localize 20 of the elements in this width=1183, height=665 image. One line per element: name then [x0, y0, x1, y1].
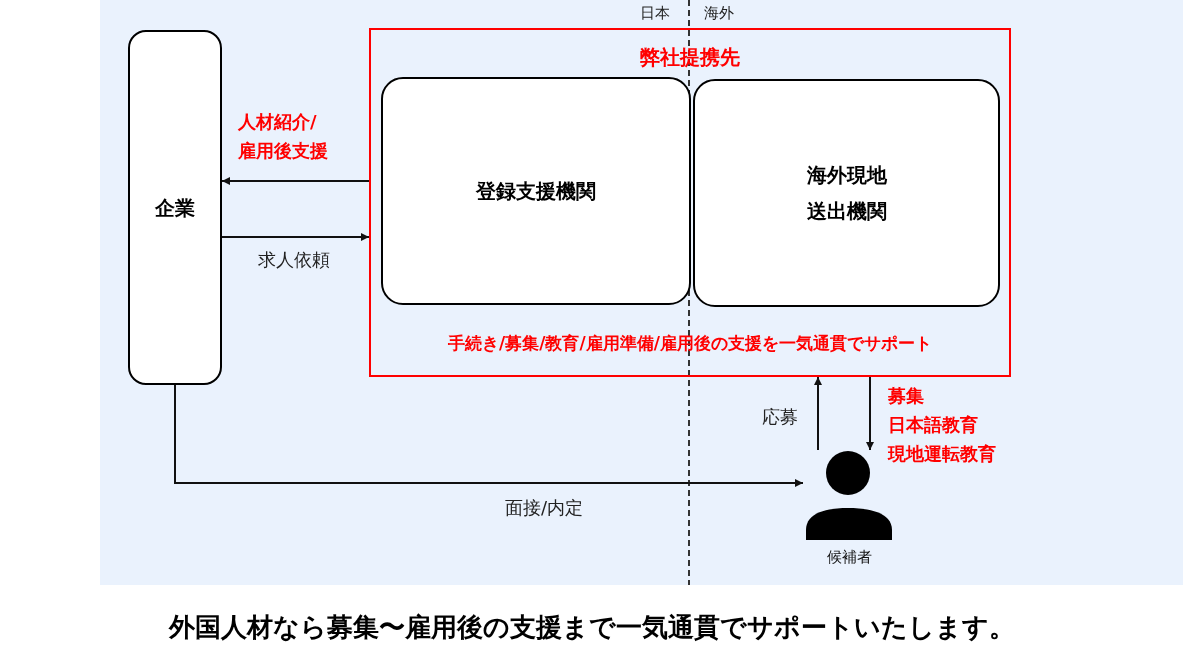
edge-label: 求人依頼 — [258, 248, 330, 272]
agency-box: 海外現地送出機関 — [693, 79, 1000, 307]
arrow — [814, 376, 822, 451]
partner-frame — [369, 28, 1011, 377]
frame-heading: 弊社提携先 — [639, 44, 741, 71]
edge-label: 面接/内定 — [505, 496, 584, 520]
region-label: 海外 — [704, 4, 734, 23]
caption: 外国人材なら募集〜雇用後の支援まで一気通貫でサポートいたします。 — [167, 611, 1016, 644]
edge-label: 応募 — [762, 405, 798, 429]
arrow — [221, 233, 370, 241]
service-note: 手続き/募集/教育/雇用準備/雇用後の支援を一気通貫でサポート — [447, 332, 933, 355]
arrow — [221, 177, 370, 185]
person-caption: 候補者 — [825, 548, 873, 567]
agency-box: 登録支援機関 — [381, 77, 691, 305]
arrow — [866, 376, 874, 451]
arrow — [174, 384, 804, 487]
edge-label: 人材紹介/雇用後支援 — [238, 110, 328, 163]
company-box: 企業 — [128, 30, 222, 385]
edge-label: 募集日本語教育現地運転教育 — [888, 384, 996, 466]
region-label: 日本 — [640, 4, 670, 23]
